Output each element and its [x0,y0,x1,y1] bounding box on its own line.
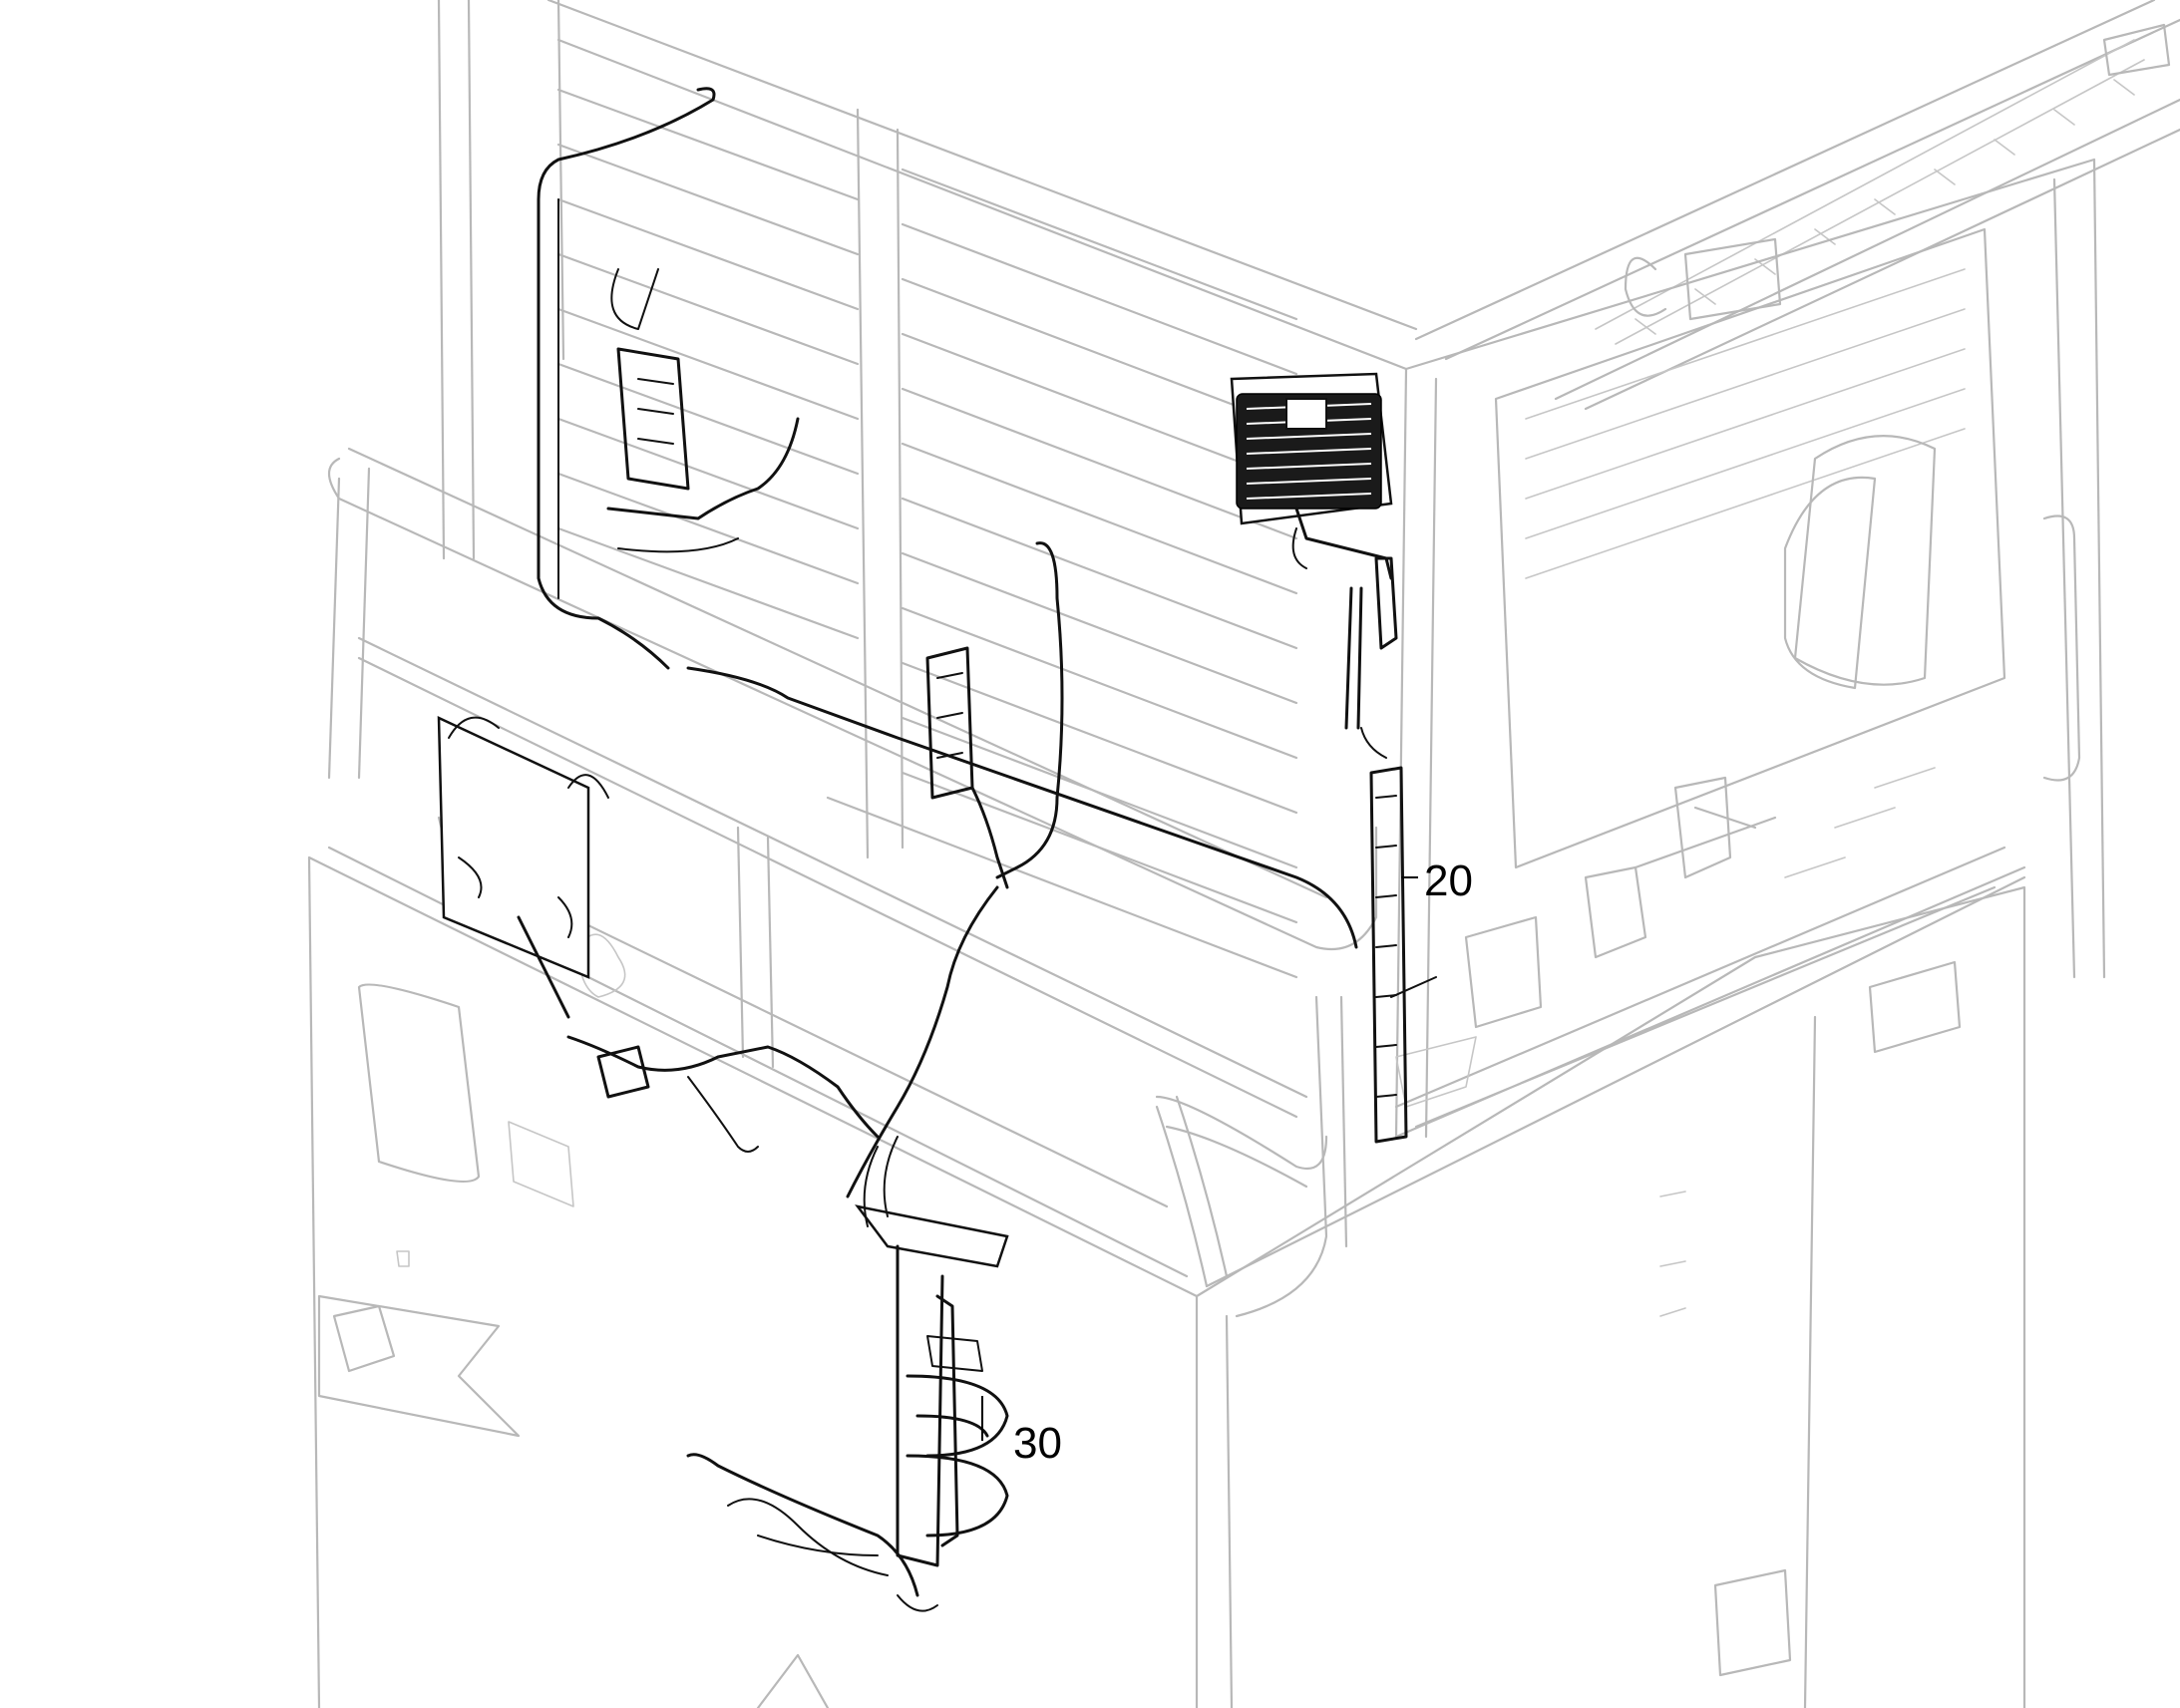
upper-wiring-harness [537,87,1358,949]
cab-frame-ghost [307,0,2180,1708]
callout-20: 20 [1424,856,1473,905]
highlighted-components [437,87,1437,1612]
vertical-mounting-rail [1344,556,1437,1144]
lower-harness-bracket [686,1136,1009,1612]
work-light-assembly [1230,372,1393,580]
callout-30: 30 [1013,1419,1062,1468]
central-connector-panel [846,541,1064,1198]
left-bracket-assembly [437,716,880,1153]
